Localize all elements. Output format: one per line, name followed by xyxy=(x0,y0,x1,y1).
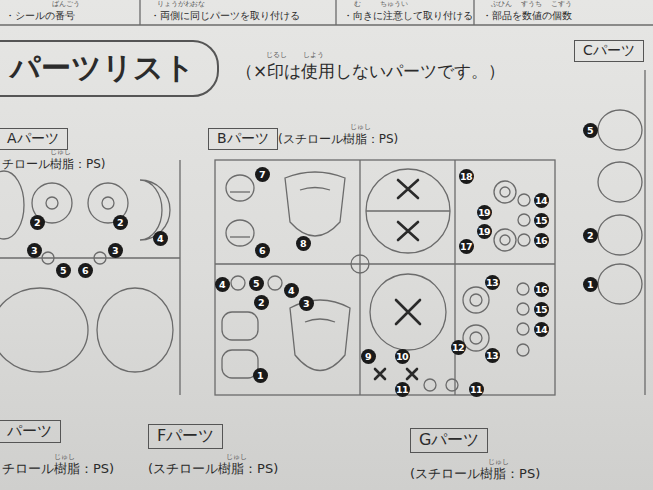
callout-number: 2 xyxy=(30,215,45,230)
title-box: パーツリスト xyxy=(0,40,219,97)
callout-number: 4 xyxy=(215,277,230,292)
part-header-text: Aパーツ xyxy=(7,130,59,148)
callout-number: 5 xyxy=(249,276,264,291)
callout-number: 17 xyxy=(459,239,474,254)
note-text: ・部品を数値の個数 xyxy=(482,10,572,21)
callout-number: 13 xyxy=(485,275,500,290)
callout-number: 12 xyxy=(451,340,466,355)
note-text: ・シールの番号 xyxy=(5,10,75,21)
callout-number: 19 xyxy=(477,224,492,239)
callout-number: 3 xyxy=(108,243,123,258)
callout-number: 2 xyxy=(583,228,598,243)
callout-number: 3 xyxy=(299,296,314,311)
callout-number: 15 xyxy=(534,213,549,228)
callout-number: 14 xyxy=(534,322,549,337)
part-header-text: Fパーツ xyxy=(157,426,214,447)
callout-number: 18 xyxy=(459,169,474,184)
furigana: ちゅうい xyxy=(380,1,408,9)
furigana: じゅし xyxy=(50,149,71,157)
callout-number: 1 xyxy=(253,368,268,383)
callout-number: 5 xyxy=(56,263,71,278)
note-text: ・向きに注意して取り付ける xyxy=(343,10,473,21)
note-text: チロール樹脂：PS) xyxy=(2,462,114,476)
furigana: じゅし xyxy=(54,454,75,462)
note-text: (スチロール樹脂：PS) xyxy=(278,133,398,146)
part-header-box: Cパーツ xyxy=(574,40,644,62)
furigana: しよう xyxy=(303,52,324,60)
callout-number: 8 xyxy=(296,236,311,251)
part-header-text: Gパーツ xyxy=(419,430,479,451)
note-text: (スチロール樹脂：PS) xyxy=(410,467,540,481)
furigana: りょうがわ xyxy=(157,1,192,9)
part-header-box: パーツ xyxy=(0,420,61,443)
callout-number: 19 xyxy=(477,205,492,220)
furigana: じゅし xyxy=(488,459,509,467)
callout-number: 6 xyxy=(255,243,270,258)
callout-number: 9 xyxy=(361,349,376,364)
furigana: こすう xyxy=(551,1,572,9)
part-header-text: Bパーツ xyxy=(217,130,269,148)
note-text: ・両側に同じパーツを取り付ける xyxy=(150,10,300,21)
callout-number: 7 xyxy=(255,167,270,182)
callout-number: 2 xyxy=(113,215,128,230)
furigana: じるし xyxy=(266,52,287,60)
callout-number: 2 xyxy=(254,295,269,310)
callout-number: 5 xyxy=(583,123,598,138)
furigana: ぶひん xyxy=(491,1,512,9)
furigana: む xyxy=(354,1,361,9)
callout-number: 13 xyxy=(485,348,500,363)
part-header-text: Cパーツ xyxy=(583,42,635,60)
note-text: チロール樹脂：PS) xyxy=(2,158,106,171)
part-header-text: パーツ xyxy=(7,422,52,441)
callout-number: 3 xyxy=(27,243,42,258)
part-header-box: Bパーツ xyxy=(208,128,278,150)
part-header-box: Aパーツ xyxy=(0,128,68,150)
callout-number: 15 xyxy=(534,302,549,317)
callout-number: 10 xyxy=(395,349,410,364)
callout-number: 16 xyxy=(534,233,549,248)
callout-number: 6 xyxy=(78,263,93,278)
callout-number: 4 xyxy=(153,231,168,246)
furigana: ばんごう xyxy=(52,1,80,9)
callout-number: 1 xyxy=(583,277,598,292)
title-text: パーツリスト xyxy=(10,48,195,89)
callout-number: 11 xyxy=(395,382,410,397)
callout-number: 4 xyxy=(284,283,299,298)
note-text: (スチロール樹脂：PS) xyxy=(148,462,278,476)
furigana: じゅし xyxy=(226,454,247,462)
furigana: おな xyxy=(191,1,205,9)
callout-number: 11 xyxy=(469,382,484,397)
furigana: すうち xyxy=(521,1,542,9)
note-text: （×印は使用しないパーツです。） xyxy=(236,62,505,81)
furigana: じゅし xyxy=(350,124,371,132)
callout-number: 16 xyxy=(534,282,549,297)
part-header-box: Fパーツ xyxy=(148,424,223,449)
part-header-box: Gパーツ xyxy=(410,428,488,453)
callout-number: 14 xyxy=(534,193,549,208)
